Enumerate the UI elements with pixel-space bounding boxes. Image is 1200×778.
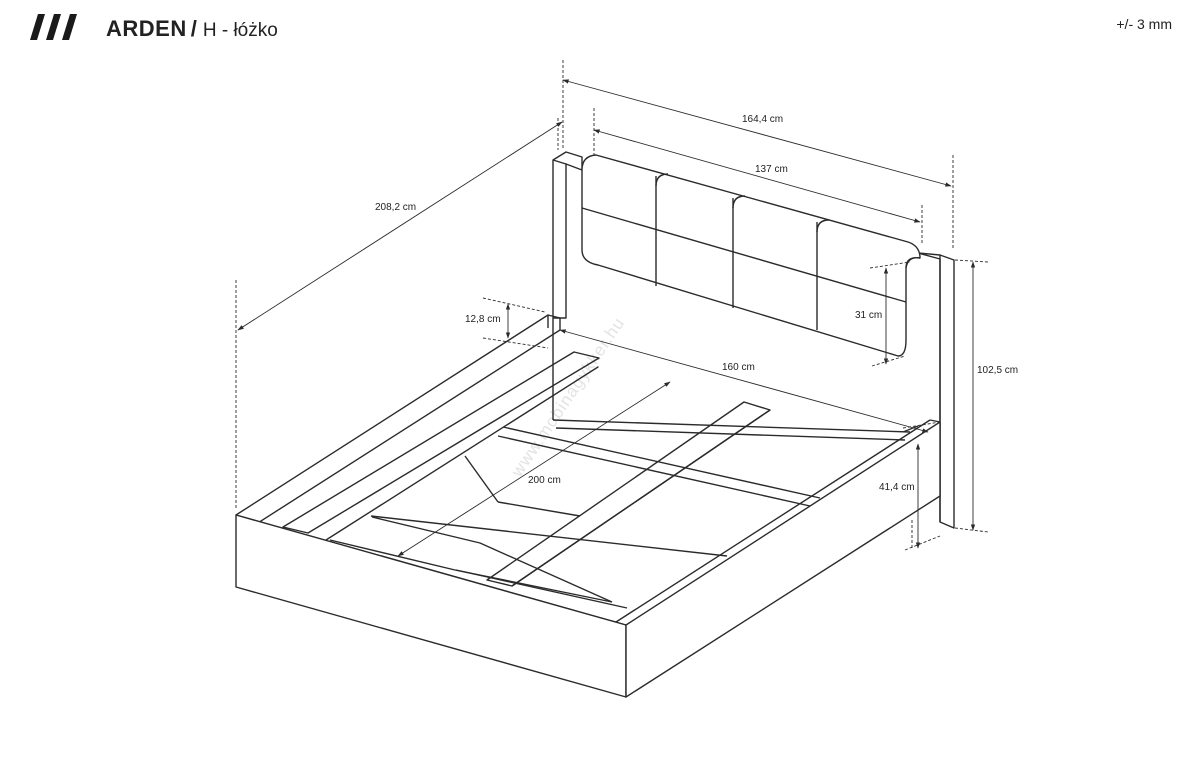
label-rail-height: 12,8 cm <box>465 314 501 325</box>
title-separator: / <box>190 16 197 41</box>
label-total-height: 102,5 cm <box>977 365 1018 376</box>
headboard-cushion <box>581 154 921 357</box>
label-cushion-width: 137 cm <box>755 164 788 175</box>
watermark: www.mobinagykker.hu <box>507 314 629 481</box>
dim-arrow-mattress-length <box>397 381 671 557</box>
label-cushion-height: 31 cm <box>855 310 882 321</box>
dimension-labels: 164,4 cm 137 cm 208,2 cm 160 cm 200 cm 3… <box>375 114 1018 493</box>
brand-name: ARDEN <box>106 16 187 41</box>
tolerance-note: +/- 3 mm <box>1116 16 1172 32</box>
label-total-length: 208,2 cm <box>375 202 416 213</box>
label-mattress-length: 200 cm <box>528 475 561 486</box>
triple-slash-logo-icon <box>30 14 77 40</box>
dim-arrow-cushion-width <box>593 129 921 223</box>
dimension-lines <box>235 60 989 557</box>
label-total-width: 164,4 cm <box>742 114 783 125</box>
bed-outline <box>235 151 955 698</box>
dim-arrow-total-length <box>237 121 563 331</box>
product-name: H - łóżko <box>202 20 278 41</box>
header: ARDEN/H - łóżko +/- 3 mm <box>0 0 1200 60</box>
dim-arrow-mattress-width <box>559 329 929 433</box>
label-frame-height: 41,4 cm <box>879 482 915 493</box>
label-mattress-width: 160 cm <box>722 362 755 373</box>
page-title: ARDEN/H - łóżko <box>106 15 278 45</box>
